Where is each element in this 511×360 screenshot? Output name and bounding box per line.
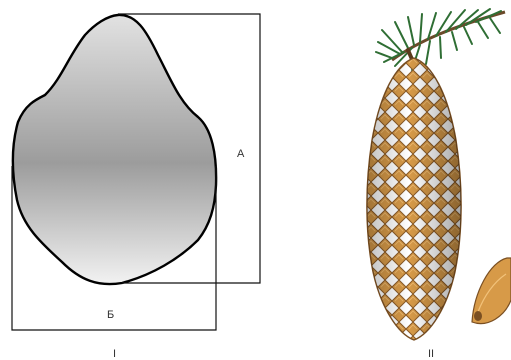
figure-right-label: II	[428, 348, 434, 360]
figure-left-label: I	[113, 348, 116, 360]
figure-right-spruce-cone: II	[367, 9, 511, 360]
cone-seed-icon	[472, 258, 511, 324]
figure-left-schematic: А Б I	[12, 14, 260, 360]
measure-b-label: Б	[107, 309, 114, 321]
cone-shading	[367, 58, 461, 340]
cone-outline-shape	[13, 15, 216, 284]
measure-a-label: А	[237, 148, 245, 160]
